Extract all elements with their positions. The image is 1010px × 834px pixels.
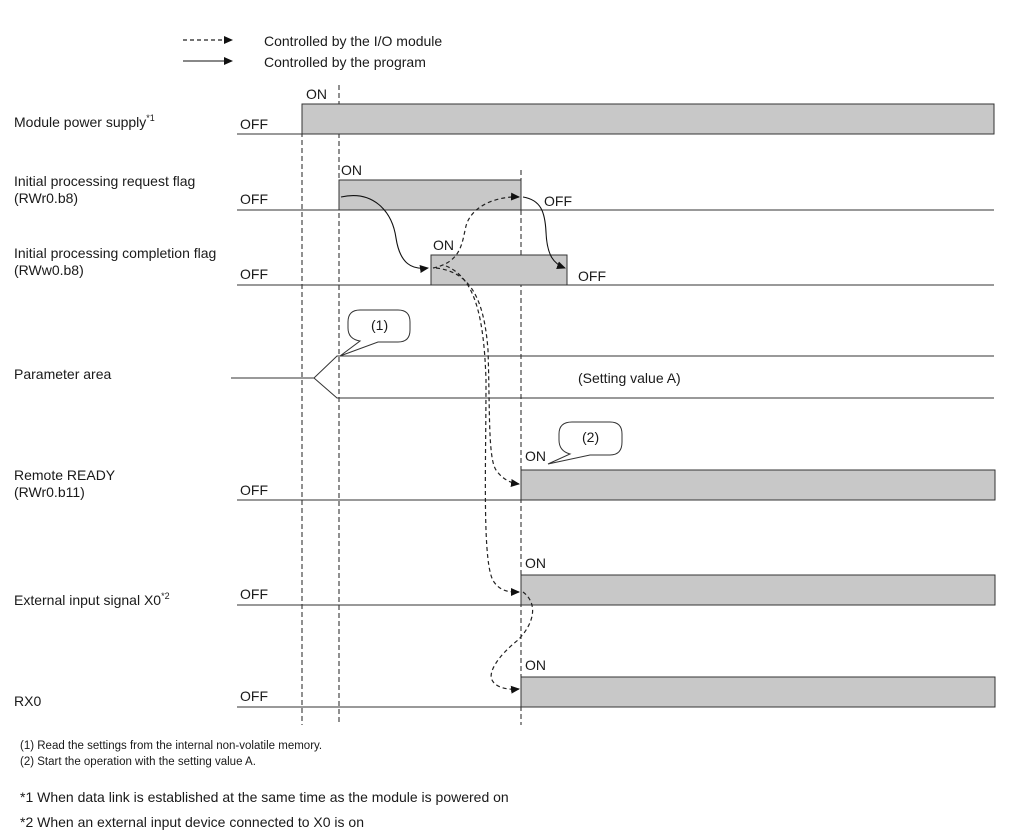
legend: Controlled by the I/O module Controlled … — [183, 33, 442, 70]
rx0-high-band — [520, 676, 996, 708]
notes: (1) Read the settings from the internal … — [20, 740, 322, 768]
x0-off-label: OFF — [240, 586, 268, 602]
callout-2-bubble — [547, 421, 623, 465]
parameter-area-value: (Setting value A) — [578, 370, 681, 386]
signal-power: Module power supply*1 OFF ON — [14, 86, 995, 135]
init-complete-high-band — [430, 254, 568, 286]
signal-init-request: Initial processing request flag (RWr0.b8… — [14, 162, 994, 211]
x0-on-label: ON — [525, 555, 546, 571]
parameter-area-label: Parameter area — [14, 366, 111, 382]
callout-1-bubble — [339, 309, 411, 357]
footnote-1: *1 When data link is established at the … — [20, 789, 509, 805]
arrow-x0-to-rx0 — [490, 591, 534, 694]
flow-arrows — [340, 192, 566, 694]
x0-label: External input signal X0*2 — [14, 591, 170, 608]
remote-ready-high-band — [520, 469, 996, 501]
init-request-high-band — [338, 179, 522, 211]
rx0-off-label: OFF — [240, 688, 268, 704]
rx0-label: RX0 — [14, 693, 41, 709]
init-request-label: Initial processing request flag — [14, 173, 195, 189]
signal-init-complete: Initial processing completion flag (RWw0… — [14, 237, 994, 286]
arrow-complete-to-x0 — [445, 265, 520, 596]
rx0-on-label: ON — [525, 657, 546, 673]
remote-ready-label: Remote READY — [14, 467, 116, 483]
footnotes: *1 When data link is established at the … — [20, 789, 509, 830]
remote-ready-sub: (RWr0.b11) — [14, 484, 85, 500]
signal-x0: External input signal X0*2 OFF ON — [14, 555, 996, 608]
note-1: (1) Read the settings from the internal … — [20, 740, 322, 752]
remote-ready-on-label: ON — [525, 448, 546, 464]
callout-2-label: (2) — [582, 429, 599, 445]
signal-rx0: RX0 OFF ON — [14, 657, 996, 709]
init-complete-label: Initial processing completion flag — [14, 245, 216, 261]
parameter-area-shape — [231, 355, 994, 399]
init-complete-off2-label: OFF — [578, 268, 606, 284]
power-off-label: OFF — [240, 116, 268, 132]
callout-1-label: (1) — [371, 317, 388, 333]
init-complete-sub: (RWw0.b8) — [14, 262, 84, 278]
remote-ready-off-label: OFF — [240, 482, 268, 498]
legend-dashed-label: Controlled by the I/O module — [264, 33, 442, 49]
arrow-request-to-complete — [340, 195, 429, 273]
power-on-label: ON — [306, 86, 327, 102]
footnote-2: *2 When an external input device connect… — [20, 814, 364, 830]
signal-remote-ready: Remote READY (RWr0.b11) OFF ON — [14, 448, 996, 501]
power-label: Module power supply*1 — [14, 113, 155, 130]
arrow-request-off-to-complete-off — [522, 196, 566, 270]
note-2: (2) Start the operation with the setting… — [20, 756, 256, 768]
callout-1: (1) — [339, 309, 411, 357]
power-high-band — [301, 103, 995, 135]
signal-parameter-area: Parameter area (Setting value A) — [14, 355, 994, 399]
callout-2: (2) — [547, 421, 623, 465]
init-complete-off-label: OFF — [240, 266, 268, 282]
init-request-off-label: OFF — [240, 191, 268, 207]
init-request-off2-label: OFF — [544, 193, 572, 209]
init-complete-on-label: ON — [433, 237, 454, 253]
arrow-complete-to-ready — [435, 267, 520, 487]
init-request-sub: (RWr0.b8) — [14, 190, 78, 206]
legend-solid-label: Controlled by the program — [264, 54, 426, 70]
x0-high-band — [520, 574, 996, 606]
arrow-complete-to-request-off — [432, 192, 520, 269]
init-request-on-label: ON — [341, 162, 362, 178]
